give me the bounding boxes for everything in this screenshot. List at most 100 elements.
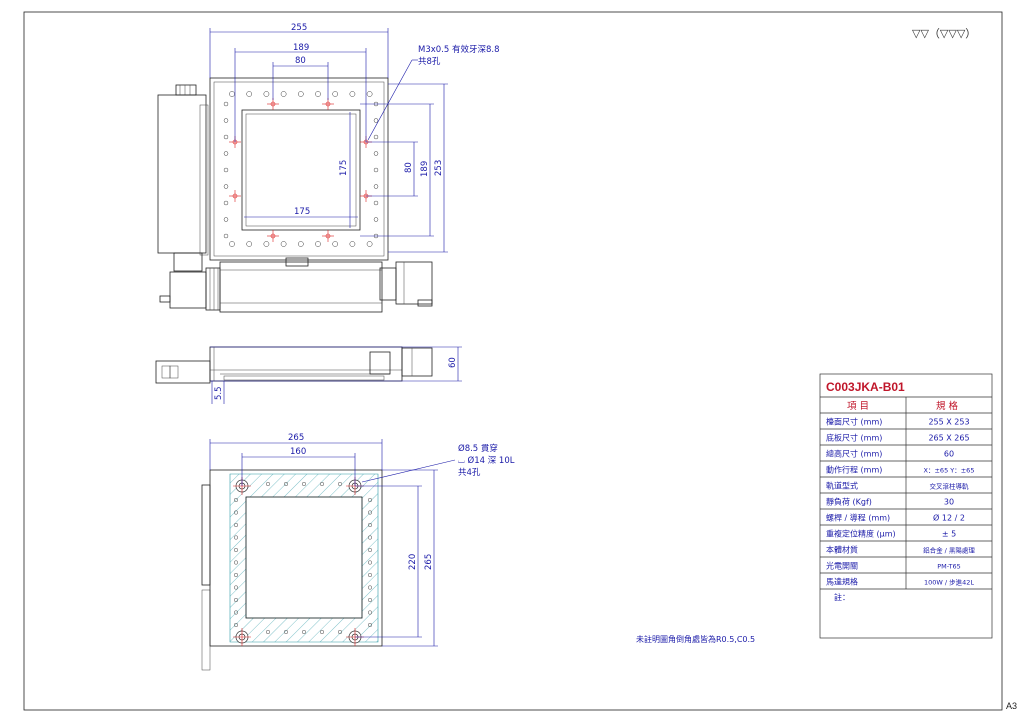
bolt-hole [223,118,229,123]
counterbore-hole [233,628,251,646]
dim-window-width: 175 [294,207,310,217]
header-spec: 規 格 [936,400,959,412]
dim-table-height: 253 [434,160,444,176]
bolt-hole [223,200,229,206]
bolt-hole [373,217,379,222]
table-top [209,77,389,261]
side-hole [367,585,373,590]
side-holes [233,481,373,635]
spec-value: 100W / 步進42L [924,578,974,587]
side-hole [319,629,325,635]
bolt-hole [280,91,287,97]
dim-table-width: 255 [291,23,307,33]
bolt-hole [280,241,287,247]
bolt-hole [373,118,379,123]
bolt-hole [223,217,229,222]
sheet-size-label: A3 [1006,701,1017,711]
spec-item: 底板尺寸 (mm) [826,433,882,443]
spec-table: C003JKA-B01 項 目 規 格 檯面尺寸 (mm)255 X 253底板… [819,373,993,639]
spec-item: 重複定位精度 (µm) [826,529,896,539]
remarks-label: 註： [834,592,850,602]
hatched-mounting-area [229,473,379,643]
thru-hole-note: Ø8.5 貫穿 [458,443,498,454]
side-hole [367,535,373,540]
side-hole [319,481,325,487]
bolt-hole [229,91,235,97]
dim-base-width: 265 [288,433,304,443]
spec-value: 60 [944,450,954,459]
header-item: 項 目 [847,401,869,412]
center-window [241,109,361,231]
spec-row: 動作行程 (mm)X：±65 Y：±65 [820,465,992,478]
bolt-hole [332,241,339,247]
dim-bottom-hole-span: 160 [290,447,306,457]
side-hole [367,560,373,565]
general-chamfer-note: 未註明圖角倒角處皆為R0.5,C0.5 [636,634,755,644]
bolt-hole [223,151,229,156]
side-hole [233,560,239,565]
surface-finish-symbol: ▽▽（▽▽▽） [912,27,976,40]
dim-v-hole-span: 189 [420,161,430,177]
side-hole [367,597,373,603]
dim-base-thickness: 5.5 [214,386,224,400]
bolt-hole [349,91,356,97]
spec-row: 總高尺寸 (mm)60 [820,449,992,462]
spec-row: 重複定位精度 (µm)± 5 [820,529,992,542]
spec-row: 靜負荷 (Kgf)30 [820,497,992,510]
bolt-hole [373,151,379,156]
side-hole [301,481,307,487]
bottom-view: 265 160 265 220 Ø8.5 貫穿 ⌴ Ø14 深 10L 共4孔 [201,433,515,671]
counterbore-note: ⌴ Ø14 深 10L [458,455,515,466]
top-view: 255 189 80 253 189 80 175 175 M3x0.5 有效牙… [157,23,500,313]
spec-value: PM-T65 [937,563,961,571]
thread-count-note: 共8孔 [418,57,441,67]
bolt-hole [366,91,373,97]
side-hole [367,622,373,628]
bolt-hole [229,241,235,247]
spec-item: 靜負荷 (Kgf) [826,497,872,507]
thread-hole [229,190,241,202]
bolt-hole [315,91,321,97]
bolt-hole [223,167,229,173]
mounting-holes [223,91,379,247]
bottom-window [245,496,363,619]
thread-hole [267,98,279,110]
bolt-hole [366,241,373,247]
bolt-hole [246,91,253,97]
bolt-hole [263,241,270,247]
bolt-hole [373,200,379,206]
spec-row: 螺桿 / 導程 (mm)Ø 12 / 2 [820,513,992,526]
side-hole [367,572,373,578]
thread-hole-centers [229,98,372,242]
bolt-hole [263,91,270,97]
side-hole [233,547,239,553]
bottom-plate [209,469,383,647]
spec-item: 動作行程 (mm) [826,465,882,475]
bolt-hole [373,167,379,173]
spec-row: 軌道型式交叉滾柱導軌 [820,481,992,494]
side-view: 60 5.5 [155,346,462,404]
side-hole [233,597,239,603]
bolt-hole [223,134,229,140]
spec-row: 檯面尺寸 (mm)255 X 253 [820,417,992,430]
side-hole [367,497,373,503]
dim-hole-span: 189 [293,43,309,53]
spec-item: 本體材質 [826,545,858,555]
side-hole [367,547,373,553]
side-hole [367,510,373,515]
dim-v-inner: 80 [404,162,414,173]
side-hole [337,481,343,487]
spec-item: 光電開關 [826,561,858,571]
side-hole [233,622,239,628]
spec-item: 軌道型式 [826,481,858,491]
bolt-hole [223,101,229,107]
bolt-hole [297,91,304,97]
side-hole [233,522,239,528]
bolt-hole [246,241,253,247]
bolt-hole [332,91,339,97]
thread-hole [322,230,334,242]
bolt-hole [315,241,321,247]
bolt-hole [223,233,229,239]
dim-base-height: 265 [424,554,434,570]
